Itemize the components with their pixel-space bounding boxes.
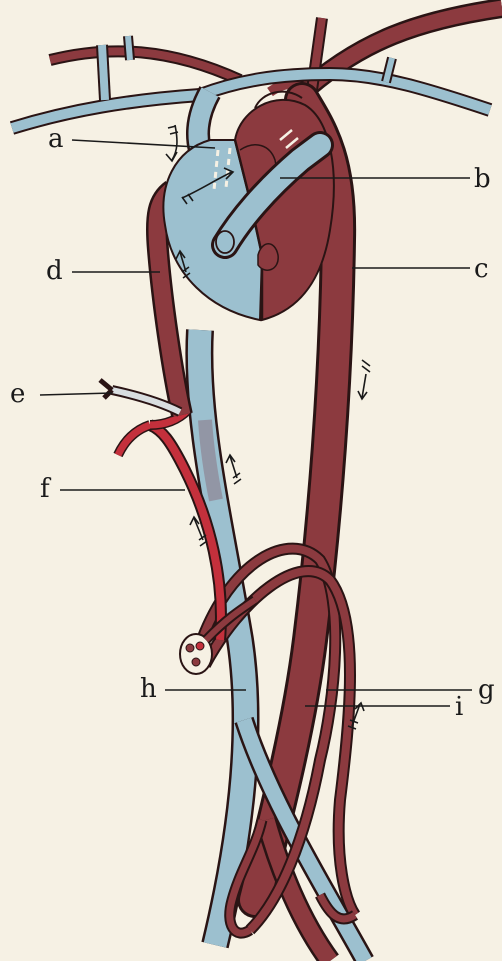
label-d: d bbox=[46, 256, 63, 286]
label-h: h bbox=[140, 674, 157, 704]
label-e: e bbox=[10, 379, 25, 409]
label-c: c bbox=[474, 254, 489, 284]
label-i: i bbox=[455, 692, 463, 722]
label-a: a bbox=[48, 124, 64, 154]
label-g: g bbox=[478, 675, 495, 705]
label-b: b bbox=[474, 164, 491, 194]
